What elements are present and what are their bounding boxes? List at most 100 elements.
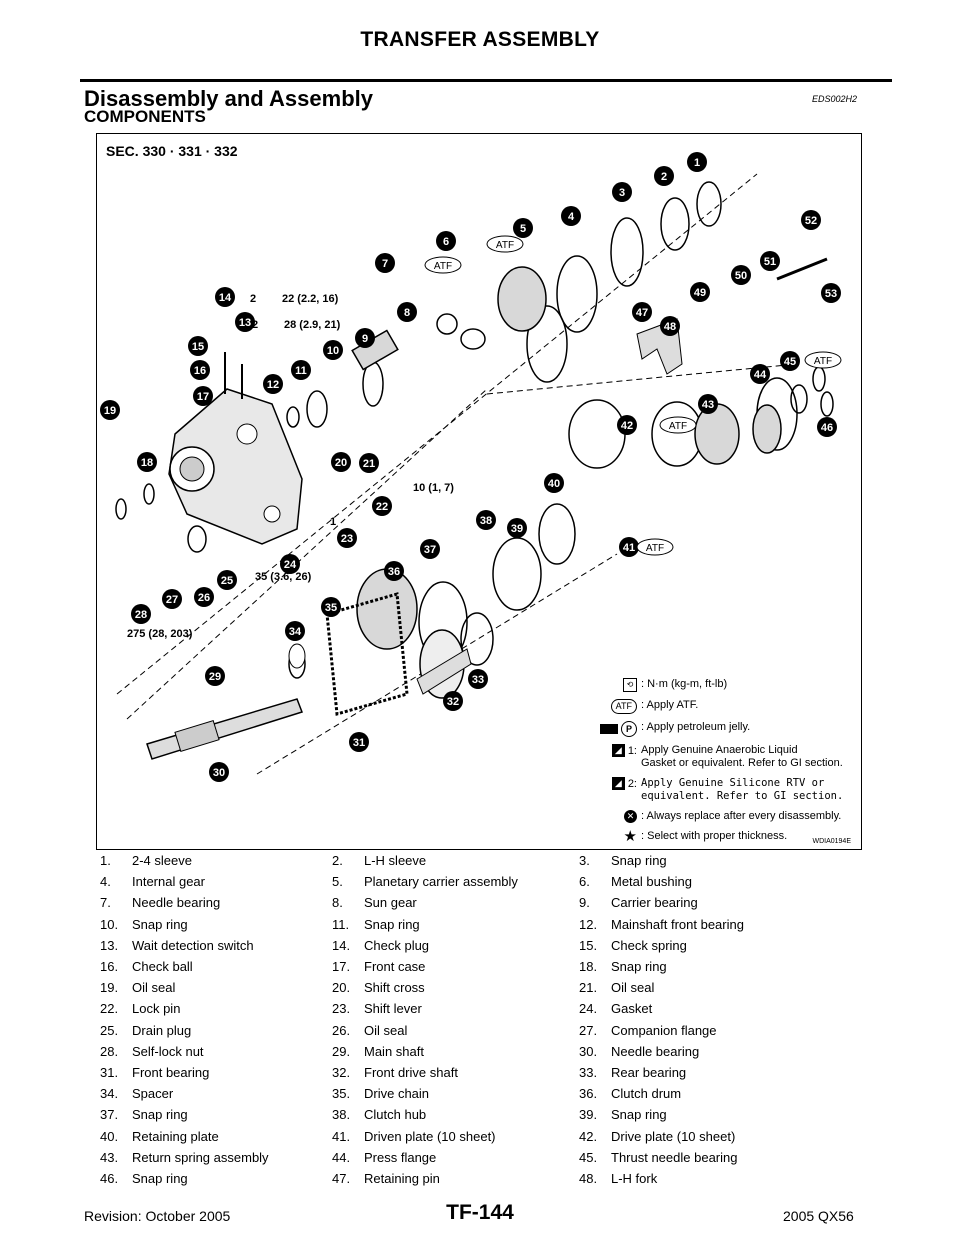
callout-23: 23 xyxy=(337,528,357,548)
svg-text:ATF: ATF xyxy=(434,261,452,272)
parts-item-number: 42. xyxy=(579,1128,598,1144)
svg-text:36: 36 xyxy=(388,566,400,578)
svg-text:46: 46 xyxy=(821,422,833,434)
parts-item: 1. 2-4 sleeve xyxy=(100,853,332,868)
parts-item: 31.Front bearing xyxy=(100,1065,332,1080)
parts-item: 34.Spacer xyxy=(100,1086,332,1101)
revision-date: Revision: October 2005 xyxy=(84,1208,231,1224)
svg-text:21: 21 xyxy=(363,458,375,470)
svg-text:16: 16 xyxy=(194,365,206,377)
parts-item-number: 18. xyxy=(579,959,598,975)
parts-item-label: Internal gear xyxy=(132,874,205,890)
parts-item: 6.Metal bushing xyxy=(579,874,849,889)
diagram-legend: ⟲ : N·m (kg-m, ft-lb) ATF : Apply ATF. P… xyxy=(587,678,857,851)
callout-2: 2 xyxy=(654,166,674,186)
svg-text:44: 44 xyxy=(754,369,767,381)
parts-item-label: Gasket xyxy=(611,1001,653,1017)
callout-35: 35 xyxy=(321,597,341,617)
parts-item-number: 2. xyxy=(332,853,343,869)
callout-49: 49 xyxy=(690,282,710,302)
parts-item-number: 20. xyxy=(332,980,351,996)
parts-item-label: Check ball xyxy=(132,959,193,975)
callout-19: 19 xyxy=(100,400,120,420)
parts-item-number: 35. xyxy=(332,1086,351,1102)
svg-text:18: 18 xyxy=(141,457,153,469)
parts-item: 46.Snap ring xyxy=(100,1171,332,1186)
parts-item-number: 13. xyxy=(100,937,119,953)
parts-item: 11.Snap ring xyxy=(332,917,579,932)
header-rule xyxy=(80,79,892,82)
parts-item: 38.Clutch hub xyxy=(332,1107,579,1122)
callout-3: 3 xyxy=(612,182,632,202)
parts-item-label: Spacer xyxy=(132,1086,174,1102)
parts-item: 2.L-H sleeve xyxy=(332,853,579,868)
svg-text:4: 4 xyxy=(568,211,575,223)
parts-item-label: Oil seal xyxy=(611,980,655,996)
parts-item-number: 12. xyxy=(579,916,598,932)
parts-item-number: 22. xyxy=(100,1001,119,1017)
parts-item-number: 19. xyxy=(100,980,119,996)
parts-item-label: Snap ring xyxy=(611,853,667,869)
parts-item: 39. Snap ring xyxy=(579,1107,849,1122)
svg-text:7: 7 xyxy=(382,258,388,270)
parts-item-number: 45. xyxy=(579,1149,598,1165)
callout-36: 36 xyxy=(384,561,404,581)
parts-item-number: 1. xyxy=(100,853,111,869)
parts-item: 27.Companion flange xyxy=(579,1023,849,1038)
page-number: TF-144 xyxy=(446,1201,514,1224)
parts-item: 33.Rear bearing xyxy=(579,1065,849,1080)
parts-item-number: 7. xyxy=(100,895,111,911)
parts-item-label: Snap ring xyxy=(611,1107,667,1123)
parts-item-label: Return spring assembly xyxy=(132,1149,269,1165)
callout-34: 34 xyxy=(285,621,305,641)
callout-25: 25 xyxy=(217,570,237,590)
parts-item-number: 40. xyxy=(100,1128,119,1144)
svg-text:6: 6 xyxy=(443,236,449,248)
parts-item-label: 2-4 sleeve xyxy=(132,853,192,869)
callout-32: 32 xyxy=(443,691,463,711)
parts-item-number: 29. xyxy=(332,1043,351,1059)
p-circle-icon: P xyxy=(621,721,637,737)
parts-item-number: 44. xyxy=(332,1149,351,1165)
callout-9: 9 xyxy=(355,328,375,348)
parts-item: 29.Main shaft xyxy=(332,1044,579,1059)
parts-item-number: 39. xyxy=(579,1107,598,1123)
parts-item-label: Front bearing xyxy=(132,1064,210,1080)
callout-46: 46 xyxy=(817,417,837,437)
callout-45: 45 xyxy=(780,351,800,371)
svg-text:10: 10 xyxy=(327,345,339,357)
svg-text:5: 5 xyxy=(520,223,526,235)
callout-53: 53 xyxy=(821,283,841,303)
parts-item-number: 33. xyxy=(579,1064,598,1080)
svg-text:45: 45 xyxy=(784,356,796,368)
parts-item-label: Front drive shaft xyxy=(364,1064,458,1080)
parts-item: 8.Sun gear xyxy=(332,895,579,910)
parts-item: 24.Gasket xyxy=(579,1001,849,1016)
parts-item-label: Check spring xyxy=(611,937,687,953)
parts-item-label: Needle bearing xyxy=(132,895,221,911)
parts-item-label: Oil seal xyxy=(364,1022,408,1038)
svg-text:23: 23 xyxy=(341,533,353,545)
parts-item-label: Snap ring xyxy=(132,1107,188,1123)
svg-text:41: 41 xyxy=(623,542,635,554)
callout-38: 38 xyxy=(476,510,496,530)
parts-item-label: Front case xyxy=(364,959,426,975)
parts-item-label: L-H fork xyxy=(611,1170,658,1186)
parts-item-number: 26. xyxy=(332,1022,351,1038)
parts-item-number: 21. xyxy=(579,980,598,996)
callout-1: 1 xyxy=(687,152,707,172)
sealant-icon: ◢ xyxy=(611,744,625,757)
svg-text:26: 26 xyxy=(198,592,210,604)
atf-marker: ATF xyxy=(659,416,697,434)
section-code: EDS002H2 xyxy=(812,94,858,104)
parts-item-number: 46. xyxy=(100,1170,119,1186)
svg-text:47: 47 xyxy=(636,307,648,319)
parts-item-label: Mainshaft front bearing xyxy=(611,916,744,932)
parts-item: 3.Snap ring xyxy=(579,853,849,868)
parts-item: 21. Oil seal xyxy=(579,980,849,995)
parts-item-label: Needle bearing xyxy=(611,1043,700,1059)
